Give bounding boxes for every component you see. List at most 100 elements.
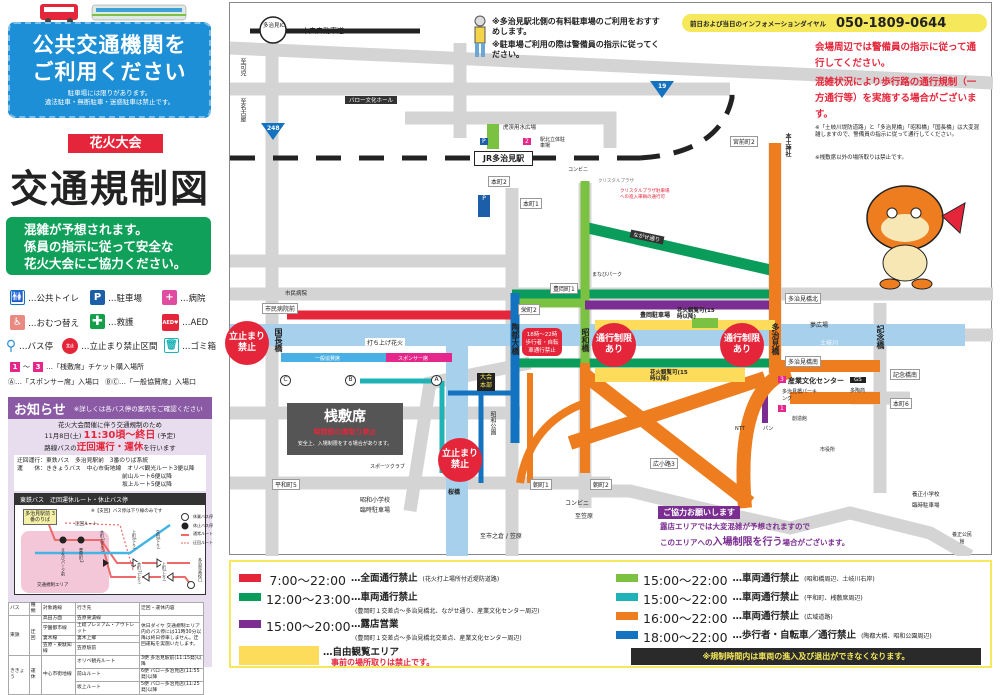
map-note: ※桟敷席以外の場所取りは禁止です。 xyxy=(815,155,908,161)
landmark-label: 養正公民館 xyxy=(952,532,973,545)
banner-title-2: ご利用ください xyxy=(32,60,187,84)
viewing-area-label: 花火観覧可(15時以降) xyxy=(677,308,715,320)
notice-subtitle: ※詳しくは各バス停の案内をご確認ください xyxy=(73,405,203,413)
notice-line: 花火大会にご協力ください。 xyxy=(24,256,187,271)
notice-tentative: (予定) xyxy=(157,432,176,440)
notice-date: 11月8日(土) xyxy=(44,432,82,440)
banner-title-1: 公共交通機関を xyxy=(32,33,187,57)
legend-no-stopping: 立止…立止まり禁止区間 xyxy=(62,338,158,354)
regulation-banner: ※規制時間内は車両の進入及び退出ができなくなります。 xyxy=(631,648,981,665)
legend-label: …車両通行禁止 xyxy=(351,592,418,603)
bridge-label: 国長橋 xyxy=(274,328,283,352)
legend-trash: 🗑…ゴミ箱 xyxy=(164,338,216,353)
bus-stop-label: 本町3(下り) xyxy=(100,530,105,552)
table-cell: 笠原東濃線 xyxy=(74,615,141,623)
hospital-icon: + xyxy=(162,290,177,305)
bus-stop-label: 本町7(上り) xyxy=(136,562,142,584)
bus-route-diagram: 東鉄バス 迂回運休ルート・休止バス停 多治見駅前 3番のりば ※【支回】バス停は… xyxy=(14,493,213,595)
bridge-label: 陶都大橋 xyxy=(511,323,520,355)
bridge-label: 多治見橋 xyxy=(771,323,780,355)
stop-text: 立止まり xyxy=(228,332,265,342)
river-label: 土岐川 xyxy=(820,340,839,347)
legend-time: 7:00～22:00 xyxy=(269,573,346,588)
legend-label: …救護 xyxy=(108,317,134,328)
legend-label: …車両通行禁止 xyxy=(732,611,800,622)
table-cell: 6便 バロー多治見店(11:55発)以降 xyxy=(139,668,204,682)
landmark-label: コンビニ xyxy=(565,500,590,507)
security-guard-icon xyxy=(474,15,486,57)
stop-text: 禁止 xyxy=(237,343,256,353)
plaza-label: 虎渓用水広場 xyxy=(503,125,537,131)
legend-time: 18:00～22:00 xyxy=(643,630,728,645)
cooperation-title: ご協力お願いします xyxy=(658,506,740,519)
ped-ban-marker: 18時～22時歩行者・自転車通行禁止 xyxy=(522,328,562,356)
intersection-label: 平和町5 xyxy=(272,479,300,490)
ped-ban-label: 歩行者・自転車通行禁止 xyxy=(525,340,559,354)
legend-label: …おむつ替え xyxy=(28,318,80,329)
legend-row: 15:00～20:00…露店営業 xyxy=(239,616,399,635)
diaper-change-icon: ♿ xyxy=(10,315,25,330)
table-cell: 妻木上郷 xyxy=(74,635,141,643)
gas-station-label: GS xyxy=(850,377,866,383)
map-roads xyxy=(230,16,993,556)
th: 対象路線 xyxy=(40,602,76,616)
bus-stop-label: 生田(下り) xyxy=(156,530,161,550)
ticket-number-badge: 3 xyxy=(778,376,786,383)
legend-row: 7:00～22:00…全面通行禁止(花火打上場所付近堤防道路) xyxy=(239,570,499,589)
diagram-title: 東鉄バス 迂回運休ルート・休止バス停 xyxy=(15,494,205,505)
suspend-line: 前山ルート6便以降 xyxy=(122,474,173,480)
legend-row: 18:00～22:00 …歩行者・自転車／通行禁止 (陶都大橋、昭和公園周辺) xyxy=(616,627,932,646)
mascot-illustration xyxy=(866,185,966,290)
access-note: クリスタルプラザ駐車場への進入車輌の通行可 xyxy=(620,189,670,200)
parking-label: 駅北立体駐車場 xyxy=(540,137,566,149)
th: 迂回・運休内容 xyxy=(139,602,204,616)
traffic-map: 多治見IC 中央自動車道 248 19 至可児 至名古屋 ※多治見駅北側の有料駐… xyxy=(225,2,993,556)
dial-number[interactable]: 050-1809-0644 xyxy=(835,15,947,31)
restrict-text: あり xyxy=(732,345,751,355)
parking-label: 臨時駐車場 xyxy=(912,503,940,509)
legend-row: 15:00～22:00…車両通行禁止(昭和橋周辺、土岐川右岸) xyxy=(616,570,875,589)
th: バス xyxy=(8,602,30,616)
notice-header: お知らせ※詳しくは各バス停の案内をご確認ください xyxy=(8,397,212,419)
color-swatch xyxy=(616,593,638,601)
direction-label: 至市之倉 / 笠原 xyxy=(480,533,522,540)
diagram-legend-item: 休止バス停 xyxy=(193,522,213,528)
trash-icon: 🗑 xyxy=(164,338,179,353)
toilet-icon: 🚻 xyxy=(10,290,25,305)
legend-note: (陶都大橋、昭和公園周辺) xyxy=(861,633,932,640)
parking-label: 多治見橋パーキング xyxy=(782,389,818,402)
bus-route-map xyxy=(21,513,195,593)
sajiki-note: 安全上、入場制限をする場合があります。 xyxy=(297,441,393,447)
parking-icon: P xyxy=(480,138,488,145)
legend-label: …立止まり禁止区間 xyxy=(81,342,158,352)
diagram-legend-item: 休業バス停 xyxy=(193,514,213,519)
parking-note: ※駐車場ご利用の際は警備員の指示に従ってください。 xyxy=(492,40,660,59)
regulation-legend: 7:00～22:00…全面通行禁止(花火打上場所付近堤防道路) 12:00～23… xyxy=(229,560,992,668)
color-swatch xyxy=(239,574,261,582)
legend-label: …車両通行禁止 xyxy=(732,573,800,584)
bus-stop-label: まなびパーク前 xyxy=(61,548,66,576)
intersection-label: 豊岡町1 xyxy=(550,283,578,294)
restrict-text: 通行制限 xyxy=(595,334,632,344)
color-swatch xyxy=(239,593,261,601)
station-label: JR多治見駅 xyxy=(474,151,534,166)
table-cell: 笠原・東駄知線 xyxy=(40,642,76,656)
table-cell: 坂上ルート xyxy=(74,681,141,695)
direction-label: 至笠原 xyxy=(575,513,594,520)
parking-icon: P xyxy=(90,290,105,305)
legend-row: 15:00～22:00…車両通行禁止(平和町、桟敷席周辺) xyxy=(616,589,863,608)
route-248-label: 248 xyxy=(267,125,280,132)
legend-hospital: +…病院 xyxy=(162,290,206,305)
table-row: 東鉄迂回高田方面笠原東濃線休日ダイヤ 交通規制エリア内のバス停には11時30分以… xyxy=(8,615,204,656)
notice-highlight: 迂回運行・運休 xyxy=(76,442,144,453)
no-stopping-zone: 立止まり禁止 xyxy=(225,321,269,365)
bus-stop-label: 豊岡町3 xyxy=(79,548,84,563)
no-stopping-zone: 立止まり禁止 xyxy=(438,438,482,482)
map-note: ※「土岐川堤防道路」と「多治見橋」「昭和橋」「国長橋」は大変混雑しますので、警備… xyxy=(815,125,980,138)
legend-label: …歩行者・自転車／通行禁止 xyxy=(732,630,857,641)
parking-icon: P xyxy=(478,195,490,217)
ticket-number-badge: 1 xyxy=(778,405,786,412)
table-cell: 5便 バロー多治見店(11:25発)以降 xyxy=(139,681,204,695)
suspend-line: 運 休：ききょうバス 中心市街地線 オリベ観光ルート3便以降 xyxy=(17,466,195,472)
